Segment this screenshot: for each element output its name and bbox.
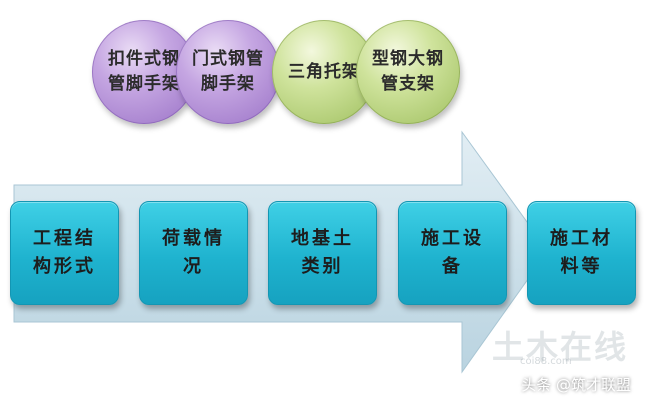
- box-structure-form: 工程结构形式: [10, 201, 119, 305]
- circle-label: 三角托架: [288, 61, 360, 82]
- box-label: 荷载情况: [162, 228, 225, 277]
- box-label: 工程结构形式: [33, 228, 96, 277]
- box-load-condition: 荷载情况: [139, 201, 248, 305]
- watermark-logo: 土木在线: [492, 328, 629, 366]
- circle-portal-scaffold: 门式钢管脚手架: [176, 20, 280, 124]
- circle-label: 门式钢管脚手架: [192, 49, 264, 94]
- box-construction-materials: 施工材料等: [527, 201, 636, 305]
- box-soil-type: 地基土类别: [268, 201, 377, 305]
- circle-steel-support: 型钢大钢管支架: [356, 20, 460, 124]
- circle-label: 型钢大钢管支架: [372, 49, 444, 94]
- box-label: 地基土类别: [291, 228, 354, 277]
- credit-text: 头条 @筑才联盟: [521, 376, 631, 394]
- box-construction-equipment: 施工设备: [398, 201, 507, 305]
- box-label: 施工设备: [421, 228, 484, 277]
- circle-label: 扣件式钢管脚手架: [108, 49, 180, 94]
- box-label: 施工材料等: [550, 228, 613, 277]
- watermark-sub: coi88.com: [520, 356, 572, 367]
